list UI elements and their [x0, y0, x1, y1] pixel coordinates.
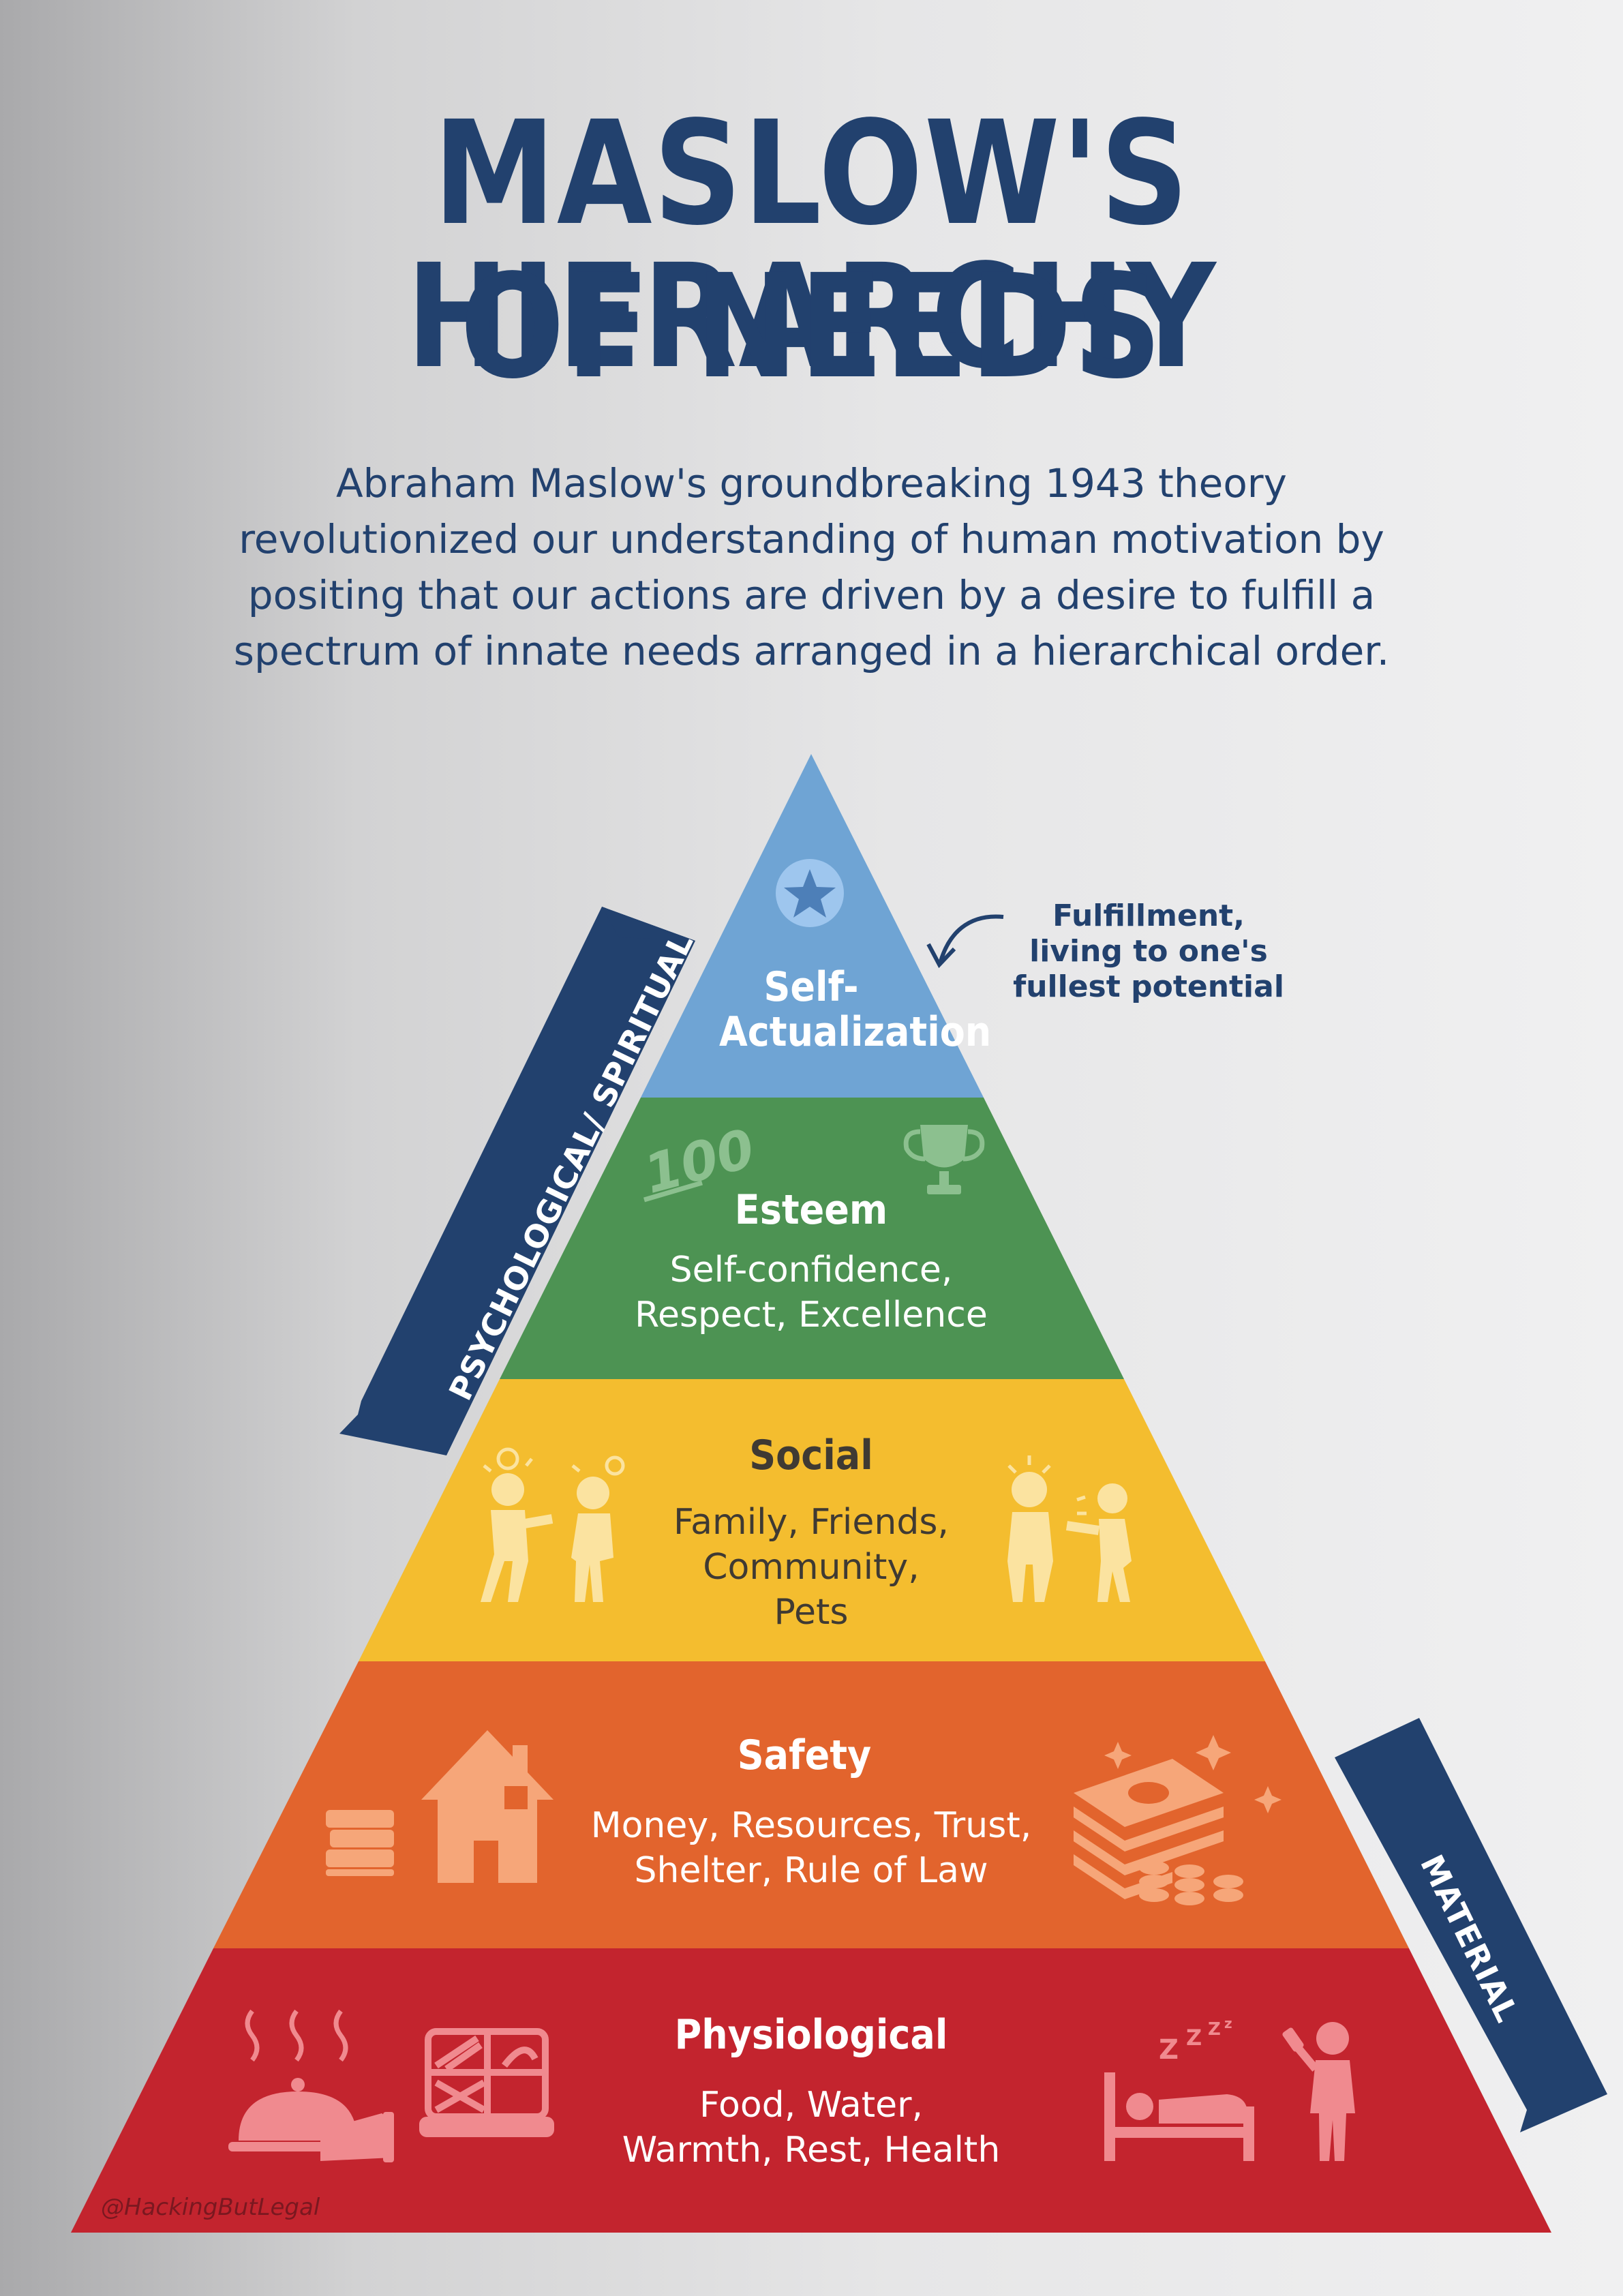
safety-description-line: Money, Resources, Trust, [590, 1805, 1032, 1846]
fulfillment-annotation: Fulfillment, living to one's fullest pot… [992, 898, 1305, 1005]
esteem-description-line: Self-confidence, [669, 1250, 953, 1290]
title-line-2: OF NEEDS [459, 243, 1164, 410]
social-description-line: Family, Friends, [673, 1502, 949, 1543]
money-stack-icon [1074, 1735, 1281, 1899]
svg-text:Z: Z [1208, 2019, 1221, 2040]
safety-heading: Safety [737, 1732, 872, 1779]
tier-esteem [500, 1098, 1124, 1379]
intro-line: Abraham Maslow's groundbreaking 1943 the… [336, 460, 1287, 507]
safety-description: Money, Resources, Trust, Shelter, Rule o… [566, 1803, 1057, 1893]
intro-line: revolutionized our understanding of huma… [239, 516, 1384, 562]
house-icon [421, 1730, 553, 1883]
intro-line: spectrum of innate needs arranged in a h… [233, 628, 1390, 674]
annotation-line: Fulfillment, [1052, 898, 1245, 933]
people-pointing-icon [1007, 1455, 1132, 1602]
intro-line: positing that our actions are driven by … [247, 572, 1376, 618]
coins-icon [1139, 1861, 1243, 1905]
books-icon [326, 1810, 394, 1876]
ribbon-material [1335, 1718, 1607, 2132]
self-actualization-heading-line: Self- [763, 963, 859, 1011]
physiological-description: Food, Water, Warmth, Rest, Health [573, 2083, 1050, 2173]
annotation-arrow [939, 914, 1004, 962]
physiological-heading: Physiological [674, 2011, 948, 2059]
svg-text:z: z [1224, 2015, 1232, 2031]
credit-handle: @HackingButLegal [101, 2194, 320, 2221]
svg-text:Z: Z [1186, 2025, 1202, 2051]
svg-text:Z: Z [1159, 2034, 1179, 2066]
title-line-1: MASLOW'S HIERARCHY [406, 90, 1217, 400]
annotation-line: fullest potential [1013, 969, 1284, 1004]
esteem-description: Self-confidence, Respect, Excellence [607, 1248, 1016, 1338]
esteem-description-line: Respect, Excellence [635, 1295, 988, 1335]
person-drinking-icon [1282, 2022, 1355, 2161]
annotation-line: living to one's [1029, 934, 1268, 969]
social-heading: Social [749, 1432, 873, 1479]
physiological-description-line: Warmth, Rest, Health [622, 2130, 1001, 2171]
arrow-head [926, 943, 956, 969]
social-description: Family, Friends, Community, Pets [607, 1500, 1016, 1635]
people-arguing-icon [481, 1447, 625, 1602]
esteem-heading: Esteem [734, 1186, 888, 1234]
tier-physiological [71, 1948, 1551, 2233]
self-actualization-heading: Self- Actualization [719, 963, 992, 1056]
serving-cloche-icon [228, 2009, 394, 2162]
self-actualization-heading-line: Actualization [719, 1008, 992, 1056]
bed-sleeping-icon: Z Z Z z [1104, 2015, 1254, 2161]
intro-paragraph: Abraham Maslow's groundbreaking 1943 the… [225, 455, 1398, 679]
lunch-tray-icon [419, 2028, 554, 2137]
trophy-icon [903, 1125, 985, 1194]
physiological-description-line: Food, Water, [699, 2085, 923, 2126]
social-description-line: Pets [774, 1592, 849, 1633]
safety-description-line: Shelter, Rule of Law [634, 1850, 988, 1891]
star-icon [776, 859, 844, 927]
social-description-line: Community, [703, 1547, 920, 1588]
ribbon-psychological [339, 907, 695, 1455]
